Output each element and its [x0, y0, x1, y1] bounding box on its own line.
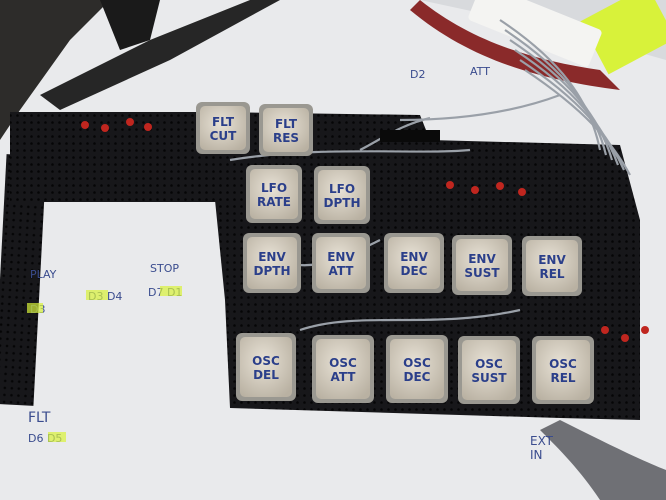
gray-ribbon-bottom: [540, 420, 666, 500]
pot-face: [318, 170, 366, 220]
pot-label-line: DEC: [401, 264, 428, 278]
pot-face: [388, 237, 440, 289]
pot-label-line: REL: [539, 267, 564, 281]
pot-label-line: DPTH: [254, 264, 291, 278]
note-d2: D2: [410, 68, 425, 81]
pot-label-line: OSC: [329, 356, 357, 370]
note-att: ATT: [470, 65, 490, 78]
white-eraser: [468, 0, 602, 67]
pot-label-line: RATE: [257, 195, 291, 209]
note-in: IN: [530, 448, 543, 462]
pot-face: [536, 340, 590, 400]
pot-face: [526, 240, 578, 292]
pot-face: [263, 108, 309, 152]
pot-label-line: FLT: [275, 117, 298, 131]
pot-label-line: ENV: [327, 250, 355, 264]
pot-label-line: ATT: [330, 370, 356, 384]
pot-label-line: DPTH: [324, 196, 361, 210]
pot-face: [250, 169, 298, 219]
pot-label-line: SUST: [471, 371, 507, 385]
pot-label-line: ENV: [400, 250, 428, 264]
pot-label-line: LFO: [329, 182, 355, 196]
pot-label-line: DEC: [404, 370, 431, 384]
pot-label-line: OSC: [549, 357, 577, 371]
pliers-handle: [100, 0, 160, 50]
pot-face: [316, 339, 370, 399]
pot-label-line: DEL: [253, 368, 279, 382]
pot-face: [240, 337, 292, 397]
pot-label-line: SUST: [464, 266, 500, 280]
pot-label-line: LFO: [261, 181, 287, 195]
pot-label-line: CUT: [210, 129, 238, 143]
pliers-tool: [40, 0, 280, 110]
pot-label-line: ENV: [538, 253, 566, 267]
paper-shadow: [0, 0, 110, 140]
pot-label-line: OSC: [475, 357, 503, 371]
red-ribbon-cable: [410, 0, 620, 90]
pot-label-line: ENV: [258, 250, 286, 264]
perfboard-top-strip: [10, 112, 230, 202]
note-ext-in: EXT IN: [530, 434, 557, 462]
perfboard-left-strip: [0, 154, 47, 406]
highlighter-marker: [580, 0, 666, 75]
pot-face: [456, 239, 508, 291]
pot-face: [316, 237, 366, 289]
pot-label-line: OSC: [252, 354, 280, 368]
pot-face: [390, 339, 444, 399]
pot-label-line: ENV: [468, 252, 496, 266]
highlight-marks: [27, 286, 182, 442]
pot-face: [247, 237, 297, 289]
pot-label-line: RES: [273, 131, 299, 145]
pot-face: [200, 106, 246, 150]
gray-ribbon-wires: [229, 19, 631, 332]
note-flt: FLT: [28, 410, 51, 426]
note-play: PLAY: [30, 268, 57, 281]
paper-notes: PLAY STOP D3 D3 D4 D7 D1 FLT D6 D5 EXT I…: [28, 65, 557, 462]
led-cluster: [81, 118, 649, 342]
pin-header: [380, 130, 440, 142]
note-stop: STOP: [150, 262, 179, 275]
pot-label-line: ATT: [328, 264, 354, 278]
note-ext: EXT: [530, 434, 554, 448]
pot-label-line: REL: [550, 371, 575, 385]
pot-face: [462, 340, 516, 400]
pot-label-line: FLT: [212, 115, 235, 129]
pot-label-line: OSC: [403, 356, 431, 370]
